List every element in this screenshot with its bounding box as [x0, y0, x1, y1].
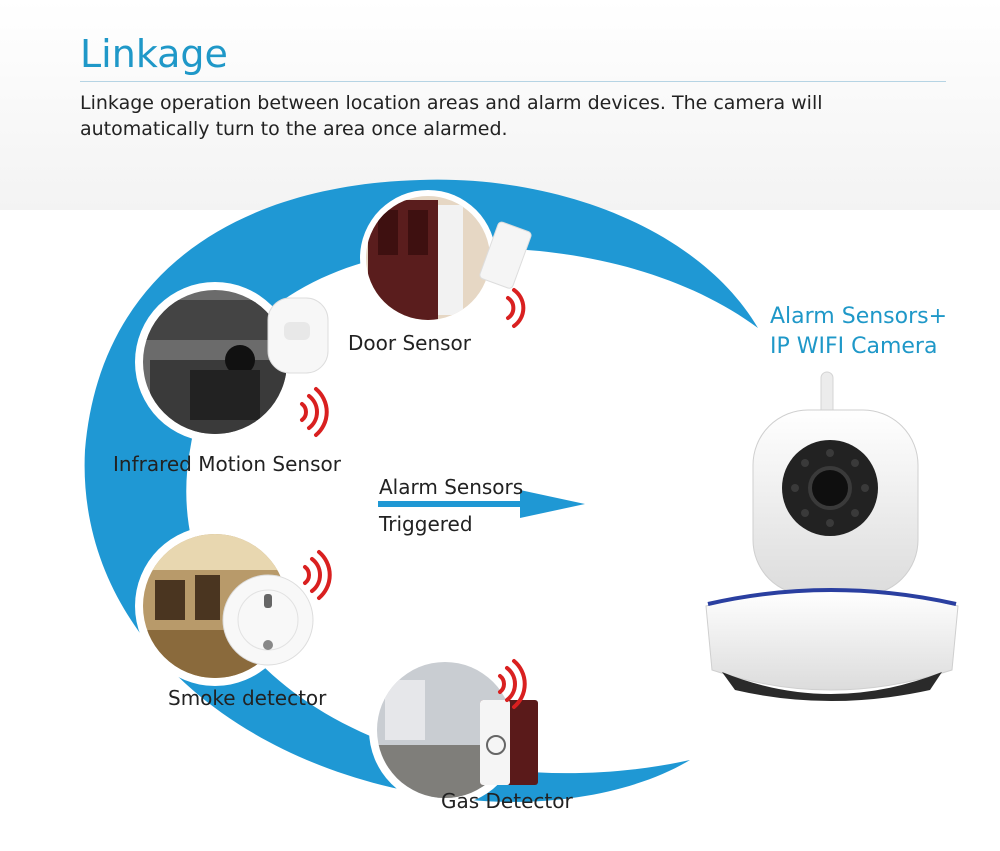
- smoke-detector-icon: [135, 526, 314, 686]
- camera-label: Alarm Sensors+ IP WIFI Camera: [770, 302, 947, 362]
- page-title: Linkage: [80, 32, 228, 76]
- header-band: [0, 0, 1000, 210]
- arrow-label-bottom: Triggered: [379, 512, 473, 536]
- motion-sensor-label: Infrared Motion Sensor: [113, 452, 341, 476]
- trigger-arrow: [378, 490, 585, 518]
- arrow-label-top: Alarm Sensors: [379, 475, 524, 499]
- smoke-detector-label: Smoke detector: [168, 686, 327, 710]
- gas-detector-label: Gas Detector: [441, 789, 573, 813]
- door-sensor-label: Door Sensor: [348, 331, 472, 355]
- gas-detector-icon: [369, 654, 538, 806]
- wireless-signal-icon: [506, 288, 526, 328]
- ip-camera-icon: [705, 371, 959, 701]
- wireless-signal-icon: [303, 550, 332, 600]
- wireless-signal-icon: [300, 387, 329, 437]
- camera-label-line1: Alarm Sensors+: [770, 304, 948, 329]
- door-sensor-icon: [360, 190, 532, 326]
- camera-label-line2: IP WIFI Camera: [770, 334, 938, 359]
- motion-sensor-icon: [135, 282, 329, 442]
- page-description: Linkage operation between location areas…: [80, 92, 823, 140]
- wireless-signal-icon: [498, 659, 527, 709]
- title-divider: [80, 81, 946, 82]
